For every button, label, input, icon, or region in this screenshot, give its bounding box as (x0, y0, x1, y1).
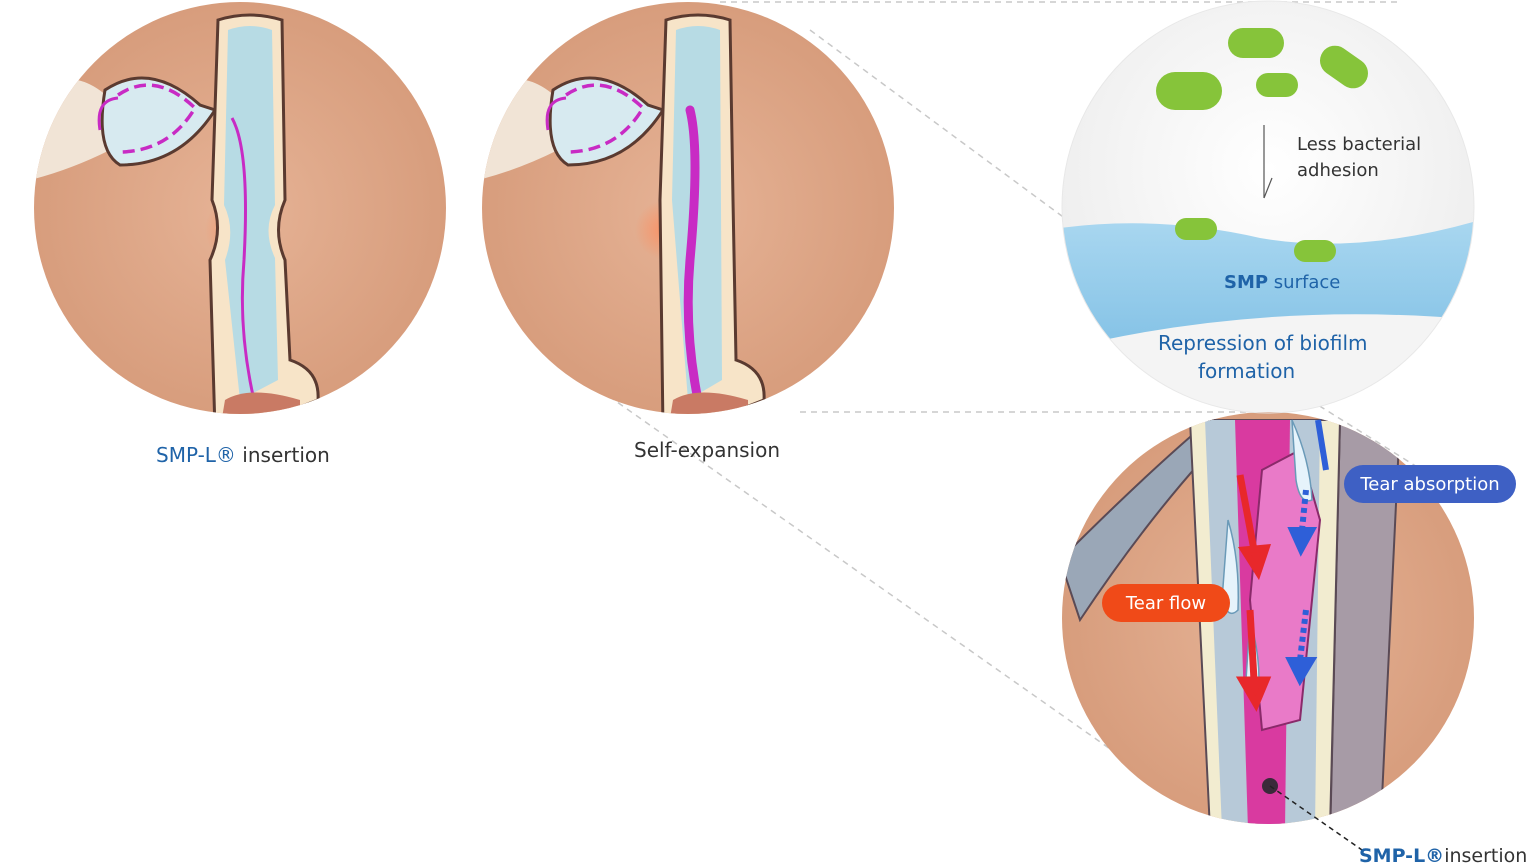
bacterium (1175, 218, 1217, 240)
pointer-caption-brand: SMP-L® (1359, 845, 1445, 867)
bacterium (1228, 28, 1284, 58)
bacteria-group (1156, 28, 1369, 262)
caption-self-expansion: Self-expansion (634, 438, 781, 462)
connector-diag-lower (599, 389, 1141, 771)
biofilm-result-1: Repression of biofilm (1158, 331, 1368, 355)
panel-self-expansion (482, 2, 894, 414)
smp-surface-brand: SMP (1224, 272, 1269, 293)
bacterium (1294, 240, 1336, 262)
connector-diag-upper (809, 29, 1071, 223)
pointer-line (1269, 785, 1363, 851)
panel-insertion (34, 2, 446, 414)
smp-surface-text: surface (1268, 272, 1341, 293)
panel-biofilm (1062, 1, 1474, 413)
tear-absorption-arrow (1285, 419, 1329, 687)
bacterial-adhesion-label-1: Less bacterial (1297, 134, 1422, 155)
pointer-caption: SMP-L®insertion (1359, 845, 1527, 867)
bacterium (1319, 45, 1369, 89)
caption-insertion-text: insertion (235, 443, 330, 467)
tear-absorption-badge: Tear absorption (1344, 465, 1516, 503)
bacterium (1256, 73, 1298, 97)
caption-insertion-brand: SMP-L® (156, 443, 236, 467)
tear-flow-badge: Tear flow (1102, 584, 1230, 622)
caption-insertion: SMP-L® insertion (156, 443, 330, 467)
smp-surface-label: SMP surface (1224, 272, 1340, 293)
bacterium (1156, 72, 1222, 110)
pointer-caption-text: insertion (1444, 845, 1528, 867)
panel-zoom (1062, 412, 1474, 824)
bacterial-adhesion-label-2: adhesion (1297, 160, 1379, 181)
biofilm-result-2: formation (1198, 359, 1296, 383)
tear-flow-arrow (1235, 474, 1272, 712)
